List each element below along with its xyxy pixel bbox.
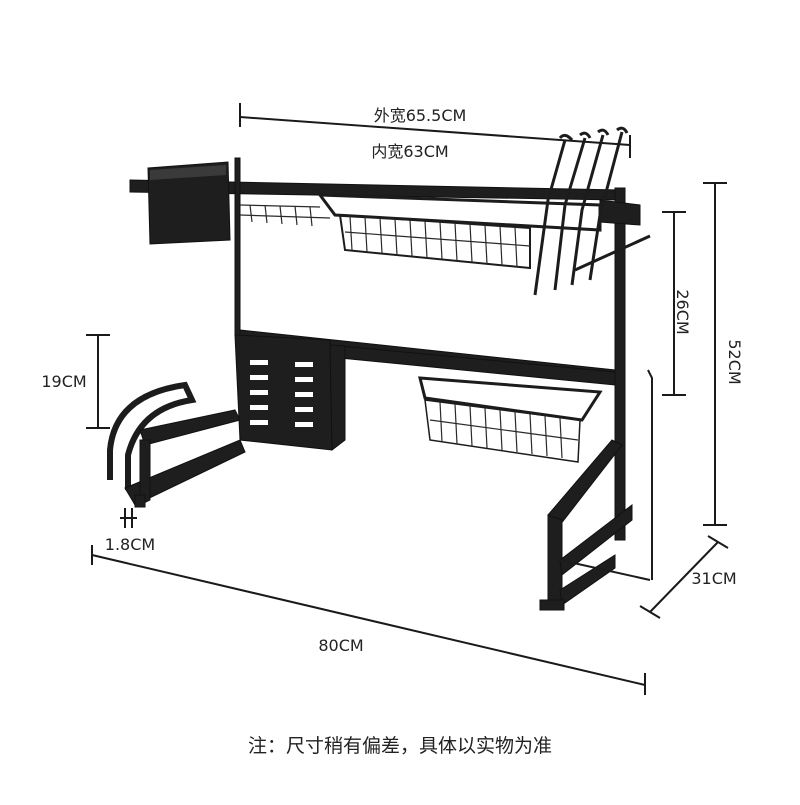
foot-thickness-dimension [120, 508, 137, 528]
foot-thickness-label: 1.8CM [105, 535, 155, 554]
outer-width-dimension [239, 103, 631, 158]
upper-height-dimension [662, 211, 686, 396]
total-length-dimension [91, 545, 646, 695]
upper-dish-basket [239, 193, 602, 270]
utensil-holder [147, 161, 231, 245]
disclaimer-note: 注：尺寸稍有偏差，具体以实物为准 [248, 735, 552, 757]
upper-height-label: 26CM [673, 289, 692, 334]
outer-width-label: 外宽65.5CM [374, 106, 467, 125]
depth-dimension [639, 535, 729, 619]
lower-height-label: 19CM [41, 372, 86, 391]
lower-basket [418, 376, 603, 463]
cutting-board-holder [234, 334, 346, 452]
depth-label: 31CM [691, 569, 736, 588]
right-leg-assembly [539, 369, 653, 611]
dimension-lines [86, 103, 729, 695]
total-height-dimension [703, 182, 727, 526]
dimension-labels: 外宽65.5CM 内宽63CM 26CM 52CM 19CM 1.8CM 80C… [41, 106, 744, 655]
dish-rack-illustration [107, 126, 653, 611]
lower-height-dimension [86, 334, 110, 429]
left-leg-assembly [107, 381, 246, 508]
total-height-label: 52CM [725, 339, 744, 384]
inner-width-label: 内宽63CM [371, 142, 448, 161]
plate-divider-hooks [533, 126, 651, 296]
top-frame [129, 157, 641, 541]
total-length-label: 80CM [318, 636, 363, 655]
